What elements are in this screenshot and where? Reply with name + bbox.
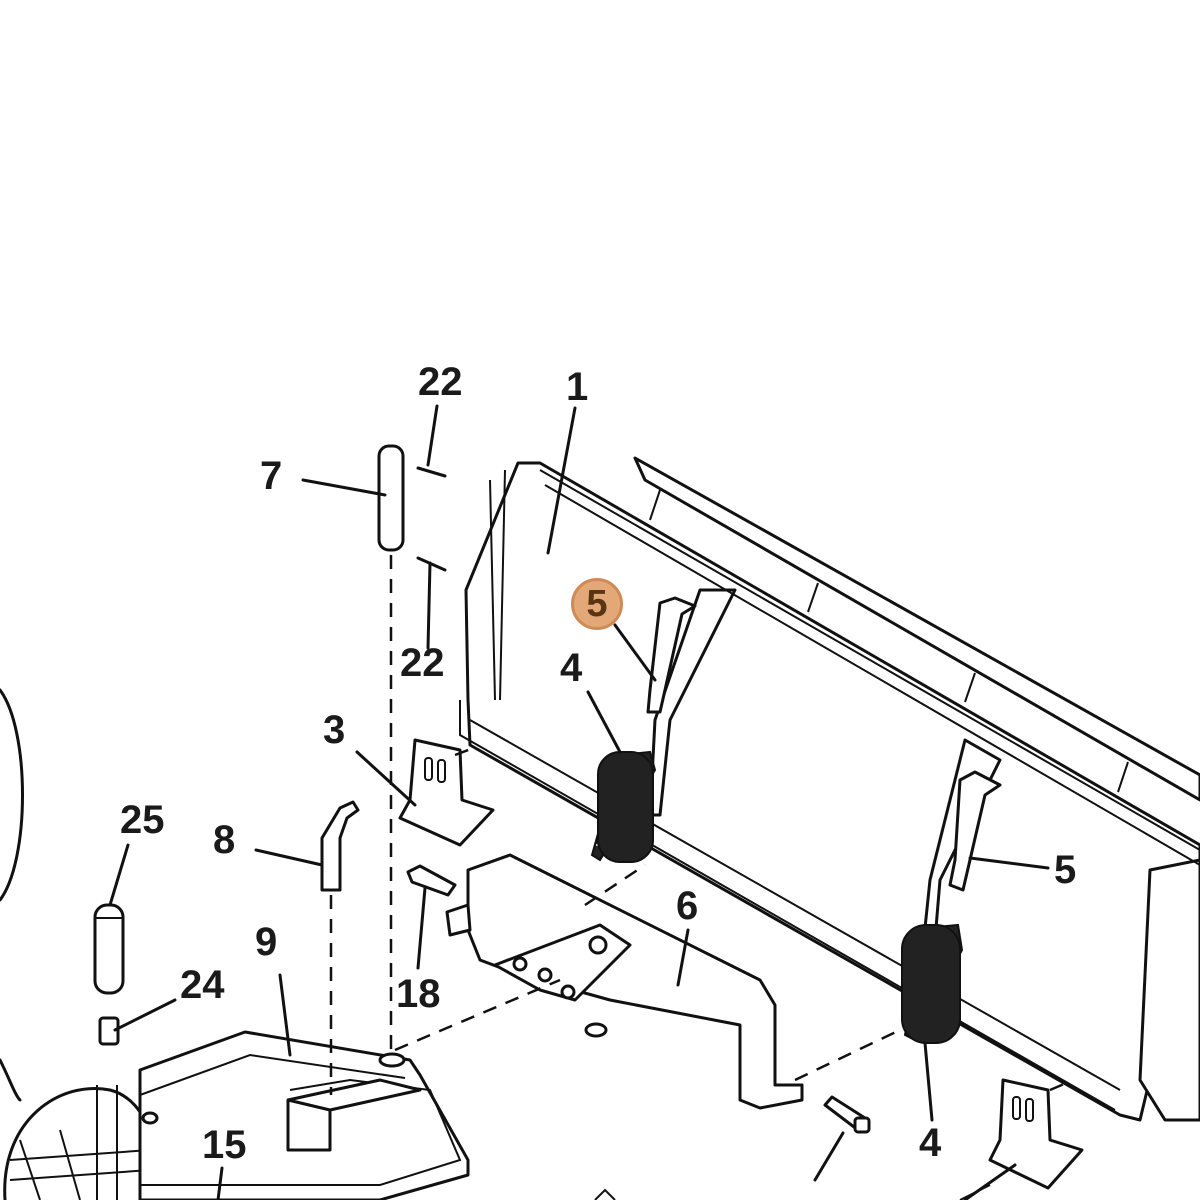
frame-9-bolt [141,1111,159,1125]
callout-9: 9 [255,920,278,964]
leader-6 [676,928,690,987]
leader-4-top [586,690,622,754]
tire-outline [0,688,24,902]
leader-3 [355,750,417,807]
leader-4-bottom [923,1041,934,1122]
detail-circle [3,1087,158,1200]
bolt-18a [406,864,457,897]
callout-5-highlighted[interactable]: 5 [571,578,623,630]
callout-15: 15 [202,1123,247,1167]
detail-post [96,1085,118,1200]
tire-outline-lower [0,1058,22,1102]
mount-6-hole1 [512,956,528,972]
callout-5-right: 5 [1054,848,1077,892]
moldboard-1-edge-right [1138,858,1200,1122]
moldboard-1-rib-left [489,469,506,701]
callout-24: 24 [180,963,225,1007]
callout-25: 25 [120,798,165,842]
leader-5-right [968,856,1050,870]
spring-hook-5b [948,770,1002,892]
callout-4-top: 4 [560,646,583,690]
shoe-3-right-slot2 [1025,1098,1034,1122]
frame-9-inner [139,1053,462,1186]
frame-9-block [286,1078,422,1152]
mount-6 [466,853,804,1110]
moldboard-1-cutting-edge [633,456,1200,802]
detail-bars [9,1129,151,1200]
spring-4b-shape [901,924,961,1044]
clip-22-bottom [416,556,447,572]
pin-7 [377,444,405,552]
shoe-3-slot1 [424,757,433,781]
spring-hook-5a [646,596,697,714]
collar-24 [98,1016,120,1046]
moldboard-1-lower-flange [459,700,1121,1111]
callout-22-top: 22 [418,360,463,404]
clip-22-top [416,466,447,478]
mount-6-hole4 [588,935,608,955]
leader-25 [108,843,130,907]
leader-5-highlighted [613,623,657,682]
shoe-3-slot2 [437,759,446,783]
assembly-line-a [394,978,561,1052]
bottom-fragment-1 [594,1188,616,1200]
bolt-18b-head [853,1116,871,1134]
assembly-line-c [794,1028,901,1082]
leader-18-bottom [813,1131,845,1182]
callout-8: 8 [213,818,236,862]
assembly-line-b [584,863,646,907]
leader-24 [113,998,177,1032]
callout-1: 1 [566,365,589,409]
leader-9 [278,973,292,1057]
mount-6-hole2 [537,967,553,983]
leader-15 [216,1166,224,1200]
leader-1 [546,406,577,555]
frame-9-hole [378,1052,406,1068]
leader-18-top [416,886,427,970]
callout-22-bottom: 22 [400,641,445,685]
leader-22-bottom [426,561,432,650]
moldboard-1 [464,461,1200,1122]
shoe-3-right-slot1 [1012,1096,1021,1120]
mount-6-tab [445,903,472,937]
leader-7 [301,478,387,497]
shoe-3 [398,738,495,847]
callout-18: 18 [396,972,441,1016]
callout-3: 3 [323,708,346,752]
callout-4-bottom: 4 [919,1121,942,1165]
callout-7: 7 [260,454,283,498]
callout-6: 6 [676,884,699,928]
leader-22-top [426,404,439,467]
moldboard-1-bolts [649,489,1129,793]
mount-6-hole3 [560,984,576,1000]
pin-8 [320,800,360,892]
spring-4a-shape [597,751,654,863]
moldboard-1-edge-lines [539,469,1200,866]
leader-3-right [963,1163,1017,1200]
moldboard-1-rib-center [648,588,737,817]
mount-6-hole5 [584,1022,608,1038]
leader-8 [254,848,324,867]
